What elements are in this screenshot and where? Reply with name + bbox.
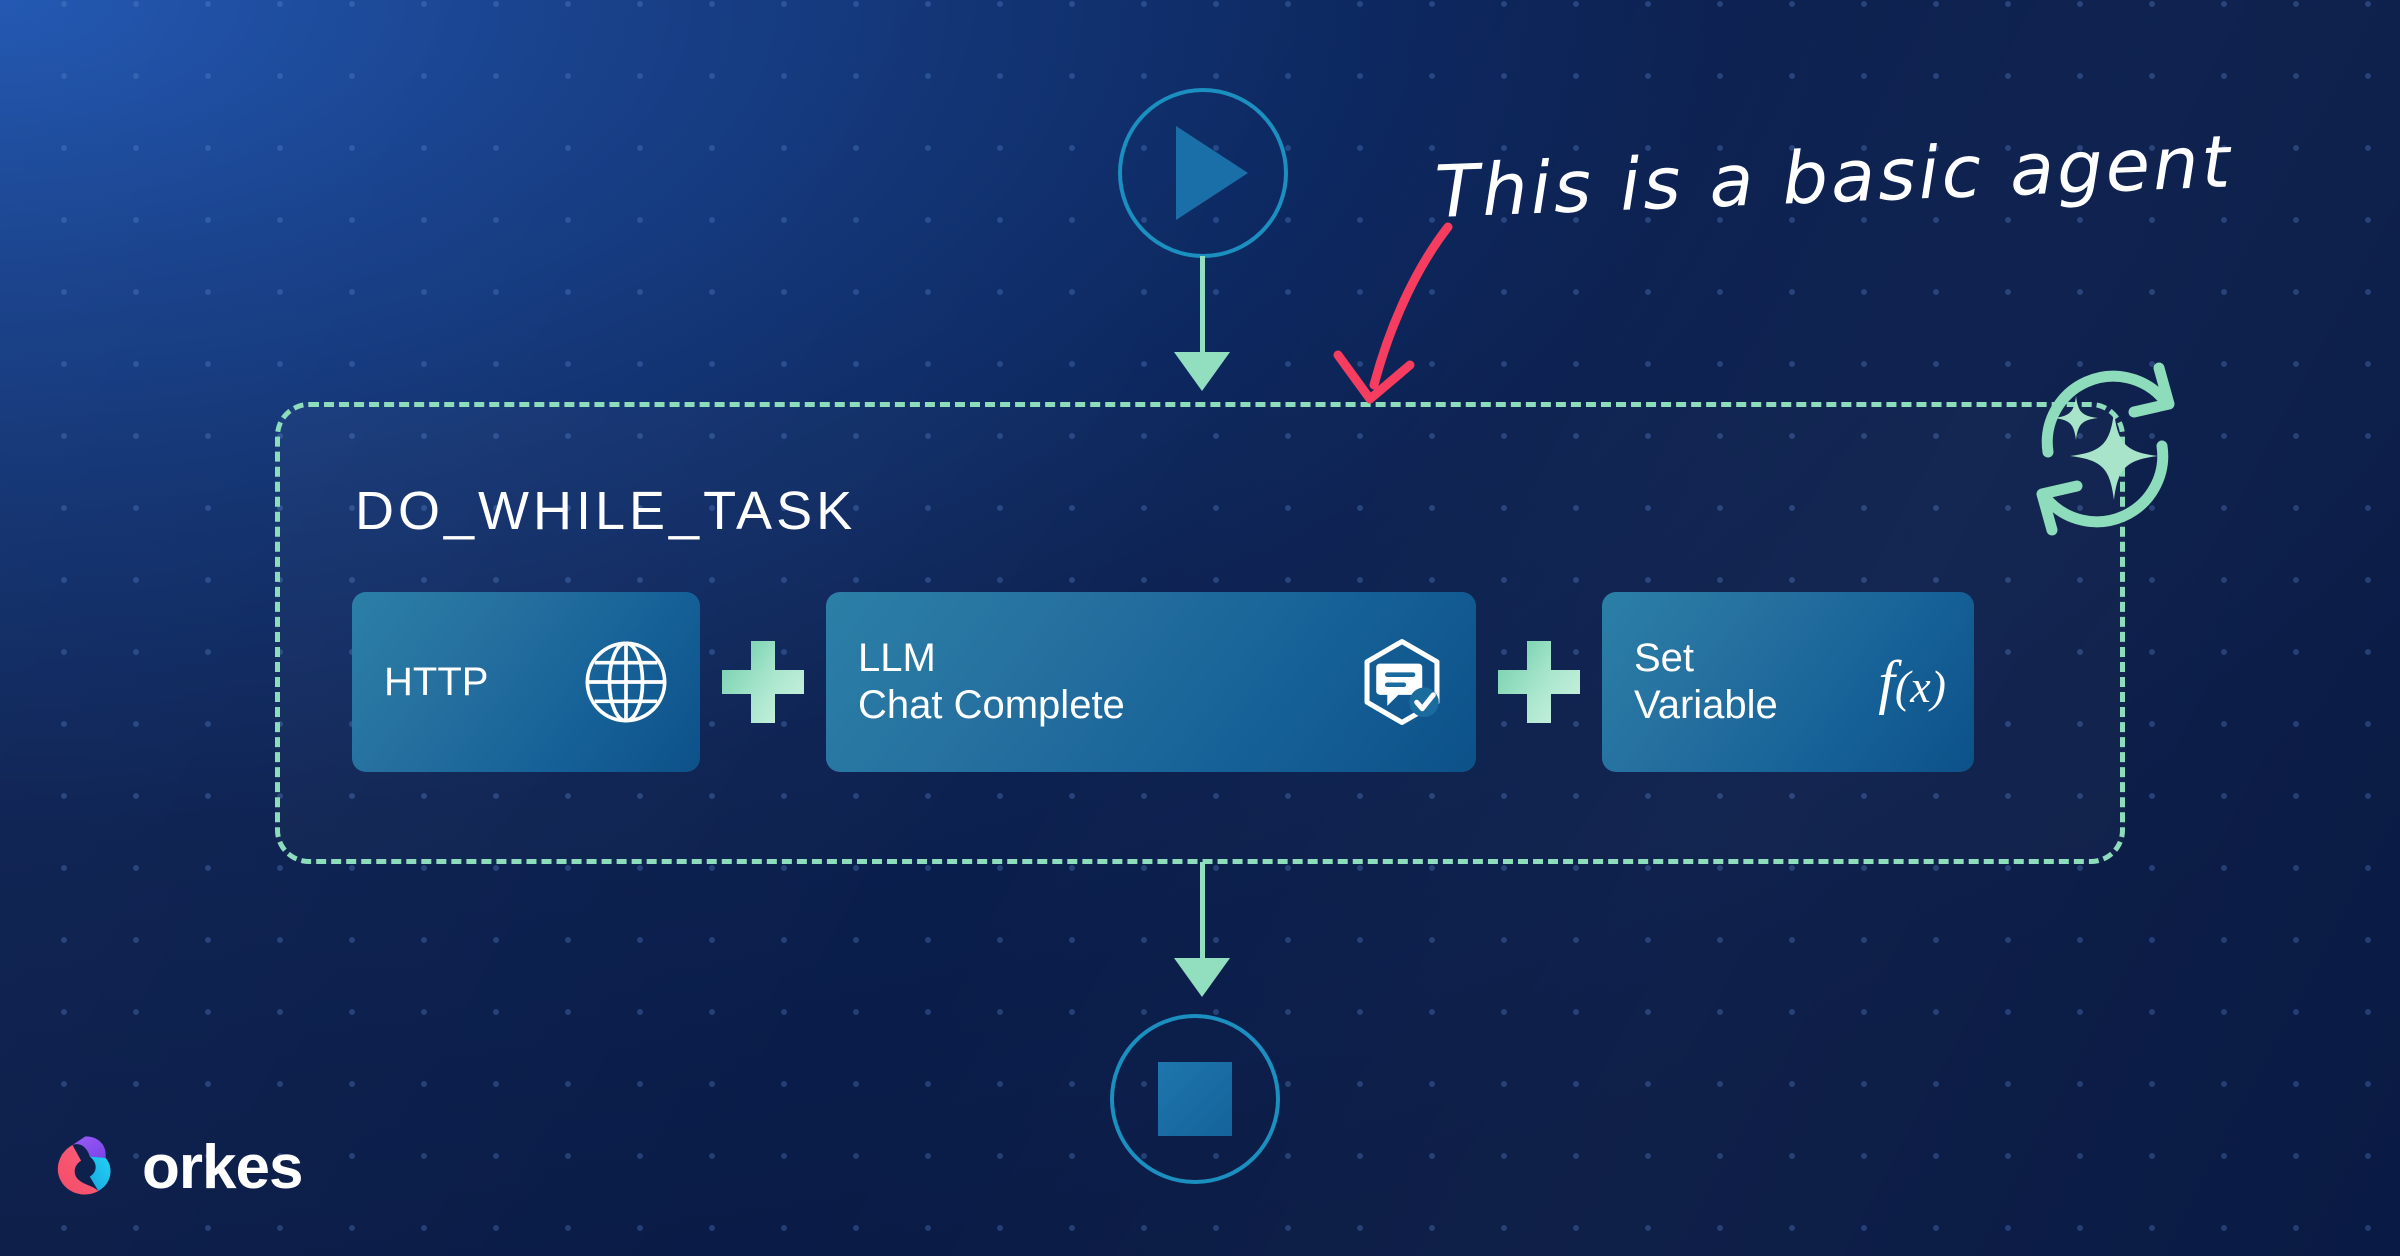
connector-arrowhead-loop-to-end [1174, 958, 1230, 997]
task-card-llm-chat-complete[interactable]: LLM Chat Complete [826, 592, 1476, 772]
plus-icon [722, 641, 804, 723]
task-label-llm: LLM Chat Complete [858, 636, 1125, 727]
globe-icon [580, 636, 672, 728]
task-label-set-variable: Set Variable [1634, 636, 1778, 727]
loop-sparkle-icon [2012, 356, 2198, 542]
orkes-logo-mark [48, 1132, 120, 1204]
task-label-http: HTTP [384, 659, 489, 704]
task-card-set-variable[interactable]: Set Variable f(x) [1602, 592, 1974, 772]
start-node[interactable] [1118, 88, 1288, 258]
chat-hexagon-check-icon [1356, 636, 1448, 728]
stop-square-icon [1158, 1062, 1232, 1136]
curved-arrow-icon [1300, 215, 1510, 420]
function-fx-icon: f(x) [1878, 649, 1946, 715]
end-node[interactable] [1110, 1014, 1280, 1184]
annotation-text: This is a basic agent [1433, 119, 2235, 234]
loop-title: DO_WHILE_TASK [355, 481, 857, 541]
plus-icon [1498, 641, 1580, 723]
task-card-http[interactable]: HTTP [352, 592, 700, 772]
end-node-ring [1110, 1014, 1280, 1184]
orkes-wordmark: orkes [142, 1133, 303, 1202]
connector-line-loop-to-end [1200, 862, 1205, 992]
play-icon [1176, 126, 1248, 220]
connector-line-start-to-loop [1200, 256, 1205, 384]
orkes-logo: orkes [48, 1132, 303, 1204]
connector-arrowhead-start-to-loop [1174, 352, 1230, 391]
task-row: HTTP LLM Chat Complete [352, 592, 1974, 772]
